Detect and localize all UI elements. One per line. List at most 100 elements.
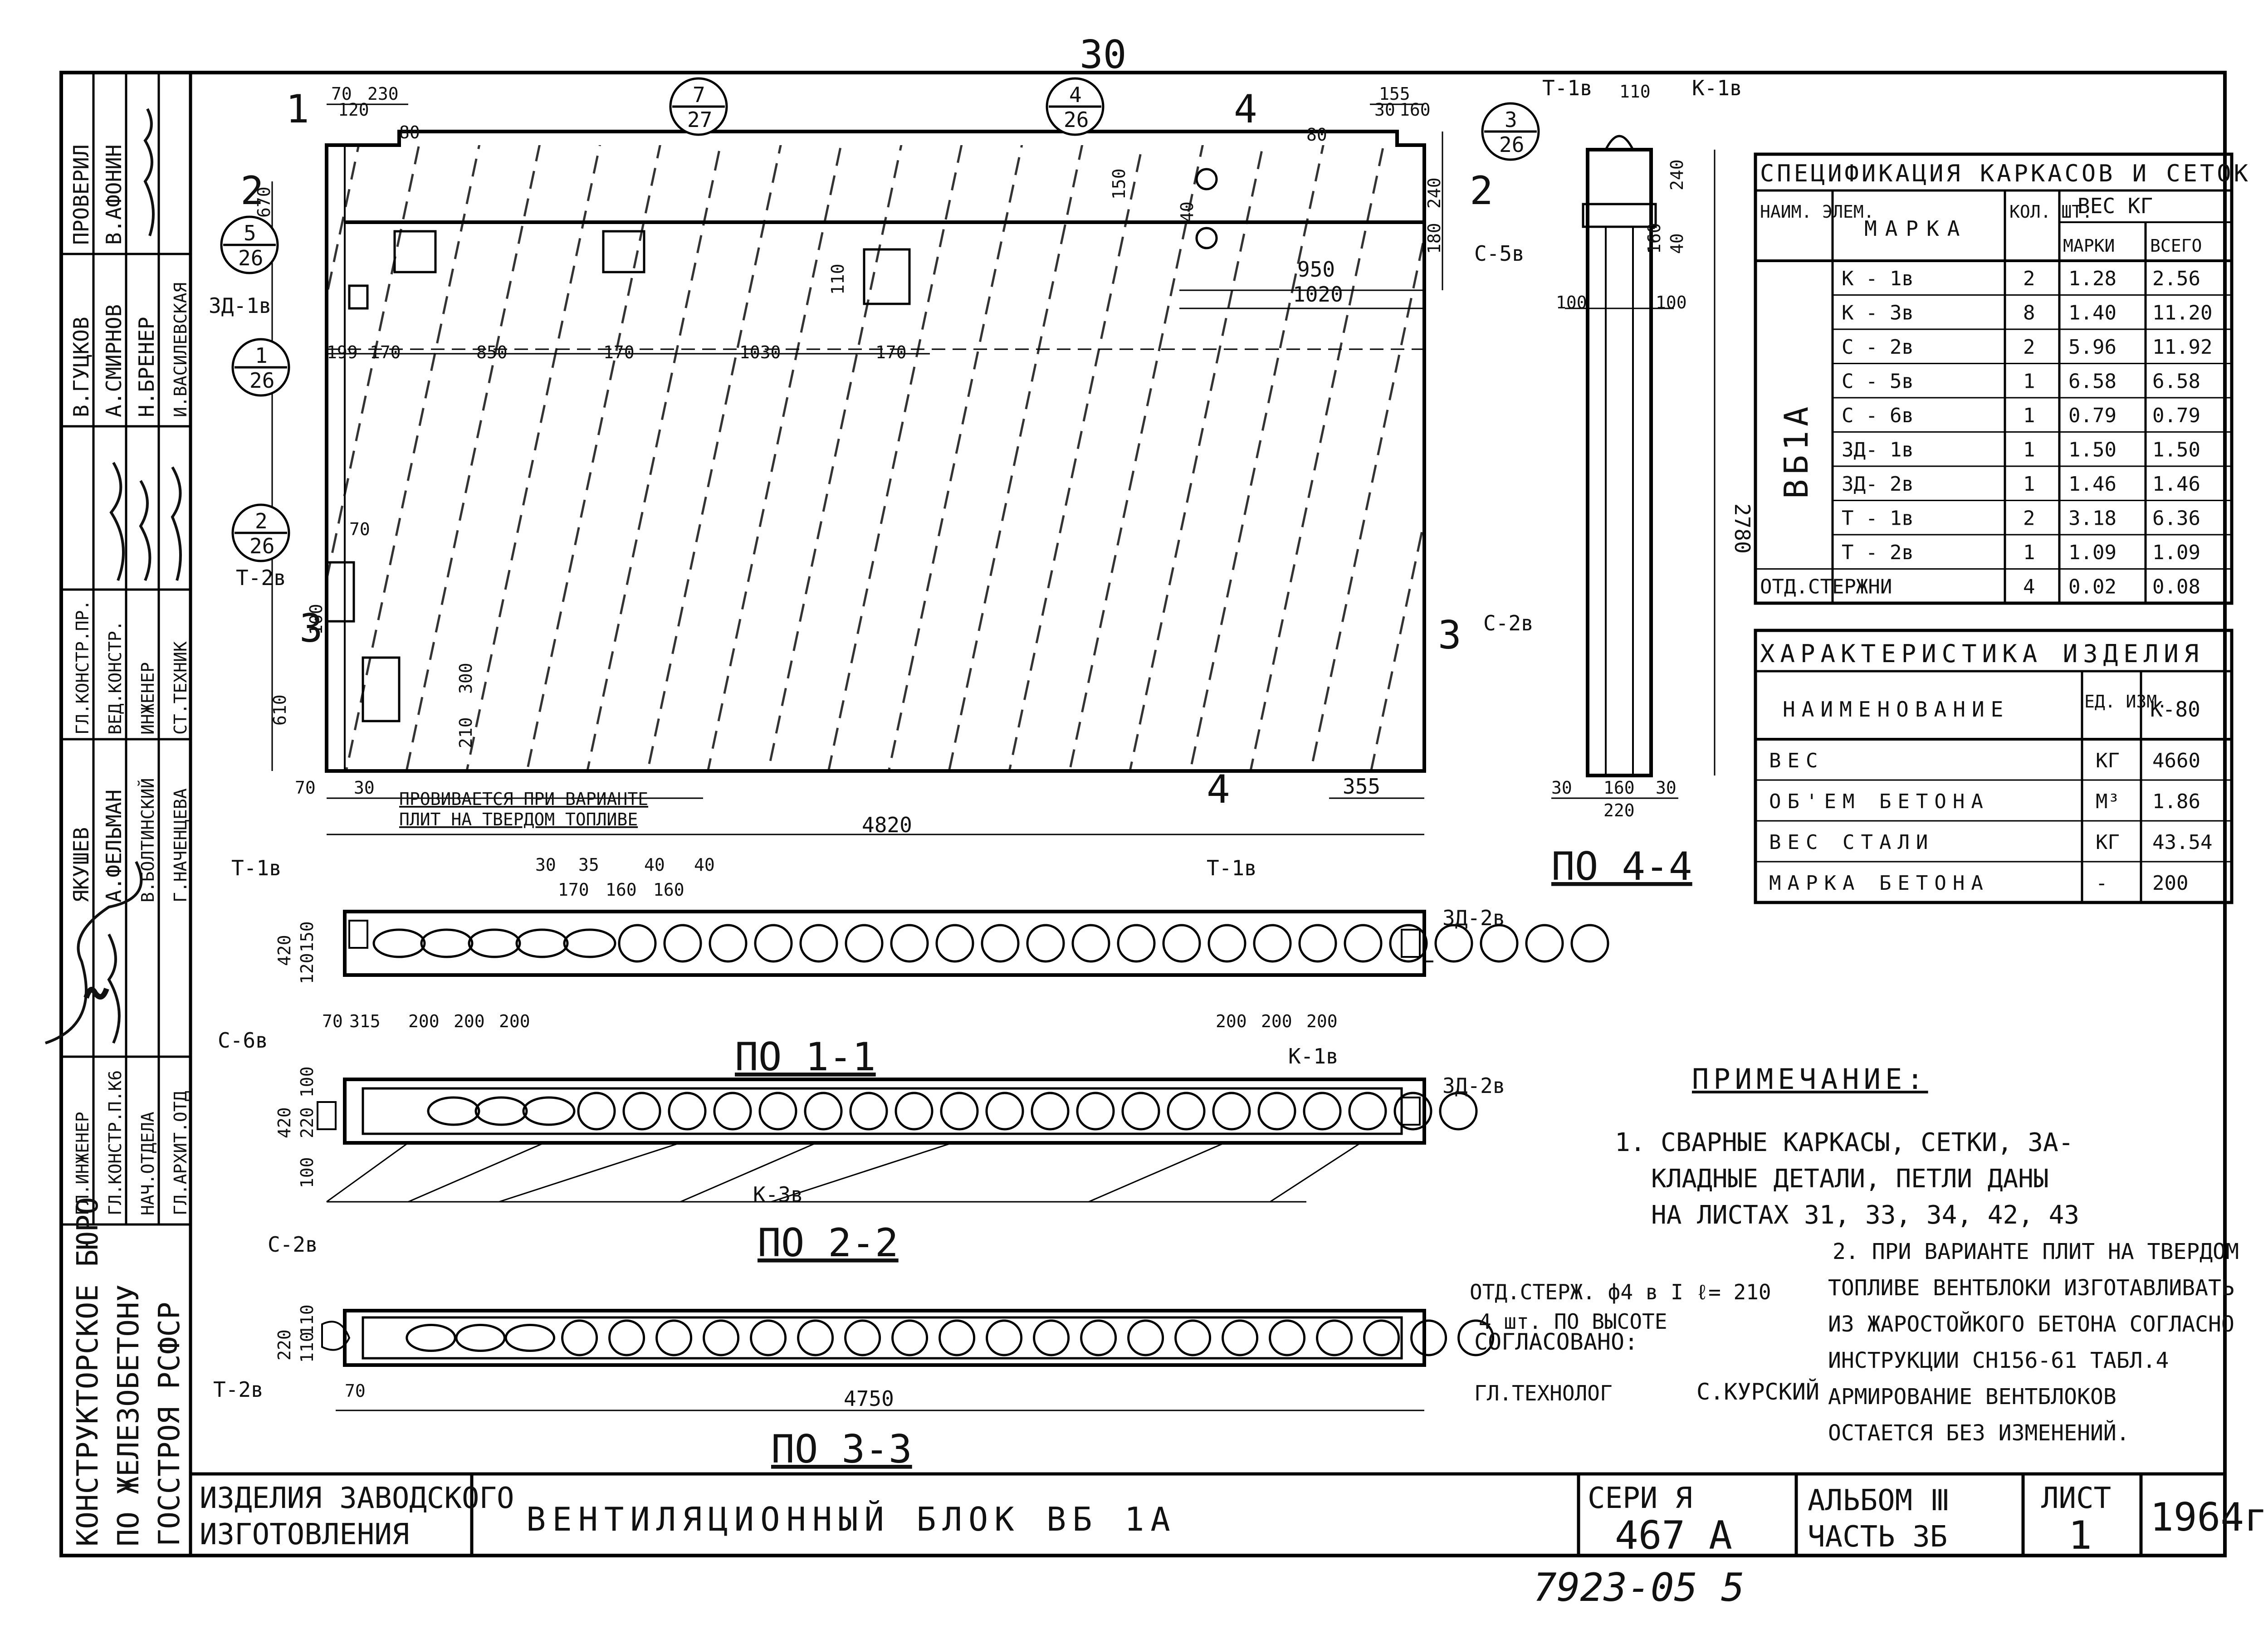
sheet-label: ЛИСТ: [2041, 1482, 2111, 1515]
svg-text:610: 610: [270, 694, 290, 726]
svg-text:199: 199: [327, 342, 358, 362]
round-channel: [754, 924, 793, 963]
note-1-line-1: 1. СВАРНЫЕ КАРКАСЫ, СЕТКИ, ЗА-: [1615, 1128, 2074, 1157]
svg-text:ХАРАКТЕРИСТИКА ИЗДЕЛИЯ: ХАРАКТЕРИСТИКА ИЗДЕЛИЯ: [1760, 639, 2204, 668]
spec-cell: К - 3в: [1842, 302, 1914, 325]
callouts: [220, 77, 1540, 562]
svg-text:ПРОВИВАЕТСЯ ПРИ ВАРИАНТЕ: ПРОВИВАЕТСЯ ПРИ ВАРИАНТЕ: [399, 789, 648, 809]
section-2-2: [317, 1078, 1426, 1203]
svg-text:70: 70: [295, 778, 316, 798]
spec-cell: ЗД- 2в: [1842, 473, 1914, 496]
spec-cell: 1.40: [2068, 302, 2116, 325]
char-cell: ВЕС СТАЛИ: [1769, 831, 1934, 854]
round-channel: [1570, 924, 1609, 963]
round-channel: [1410, 1319, 1447, 1356]
svg-text:МАРКА: МАРКА: [1864, 216, 1968, 241]
note-2-line-6: ОСТАЕТСЯ БЕЗ ИЗМЕНЕНИЙ.: [1828, 1420, 2130, 1446]
note-2-line-4: ИНСТРУКЦИИ СН156-61 ТАБЛ.4: [1828, 1348, 2169, 1373]
round-channel: [1316, 1319, 1353, 1356]
svg-text:1030: 1030: [739, 342, 781, 362]
round-channel: [703, 1319, 740, 1356]
svg-text:160: 160: [653, 880, 684, 900]
round-channel: [1121, 1092, 1160, 1131]
round-channel: [1348, 1092, 1387, 1131]
svg-text:26: 26: [249, 534, 274, 558]
svg-text:КОНСТРУКТОРСКОЕ БЮРО: КОНСТРУКТОРСКОЕ БЮРО: [71, 1197, 105, 1546]
section-1-1-texts: Т-1в Т-1в ЗД-2в 420 150 120 30 35 40 40 …: [231, 855, 1505, 1080]
svg-text:240: 240: [1667, 159, 1687, 190]
side-view: [1551, 135, 1716, 799]
callout-texts: 5 26 7 27 4 26 3 26 1 26 2 26: [238, 83, 1524, 558]
svg-text:420: 420: [274, 1107, 294, 1138]
spec-cell: С - 6в: [1842, 404, 1914, 427]
round-channel: [655, 1319, 693, 1356]
note-2-line-3: ИЗ ЖАРОСТОЙКОГО БЕТОНА СОГЛАСНО: [1828, 1312, 2234, 1337]
signatures: [45, 108, 182, 1044]
svg-text:26: 26: [249, 368, 274, 393]
main-elevation: [325, 130, 1426, 773]
round-channel: [561, 1319, 598, 1356]
spec-cell: 4: [2023, 576, 2035, 599]
svg-text:210: 210: [456, 717, 476, 748]
title-block: [191, 1472, 2225, 1556]
svg-text:200: 200: [1306, 1011, 1338, 1031]
round-channel: [1127, 1319, 1164, 1356]
svg-text:160: 160: [1644, 223, 1664, 254]
round-channel: [1222, 1319, 1259, 1356]
spec-cell: К - 1в: [1842, 267, 1914, 290]
svg-text:ГОССТРОЯ РСФСР: ГОССТРОЯ РСФСР: [153, 1302, 186, 1546]
char-cell: КГ: [2096, 831, 2120, 854]
section-1-1: [343, 910, 1433, 977]
svg-text:3: 3: [299, 606, 323, 651]
svg-text:850: 850: [476, 342, 508, 362]
spec-cell: 6.58: [2068, 370, 2116, 393]
svg-text:4: 4: [1069, 83, 1082, 107]
svg-text:200: 200: [1216, 1011, 1247, 1031]
svg-text:35: 35: [578, 855, 599, 875]
part: ЧАСТЬ 3Б: [1808, 1520, 1947, 1554]
svg-text:30: 30: [1551, 778, 1572, 798]
round-channel: [1344, 924, 1383, 963]
svg-text:200: 200: [1261, 1011, 1292, 1031]
spec-cell: 0.79: [2152, 404, 2200, 427]
round-channel: [894, 1092, 934, 1131]
side-view-texts: Т-1в К-1в С-5в С-2в 110 240 160 40 100 1…: [1474, 76, 1755, 889]
svg-text:30: 30: [354, 778, 375, 798]
oval-channel: [515, 928, 569, 958]
sheet-number: 1: [2068, 1513, 2092, 1558]
round-channel: [618, 924, 657, 963]
svg-text:Т-2в: Т-2в: [213, 1377, 264, 1402]
svg-text:100: 100: [1556, 293, 1587, 312]
char-cell: 200: [2152, 872, 2188, 895]
svg-text:110: 110: [828, 263, 848, 295]
svg-text:НАЧ.ОТДЕЛА: НАЧ.ОТДЕЛА: [138, 1112, 158, 1215]
oval-channel: [522, 1096, 576, 1126]
svg-text:1: 1: [286, 87, 309, 132]
svg-text:315: 315: [349, 1011, 381, 1031]
note-2-line-2: ТОПЛИВЕ ВЕНТБЛОКИ ИЗГОТАВЛИВАТЬ: [1828, 1275, 2234, 1301]
spec-cell: 2: [2023, 267, 2035, 290]
svg-text:В.АФОНИН: В.АФОНИН: [102, 144, 126, 245]
svg-text:ЕД. ИЗМ.: ЕД. ИЗМ.: [2084, 692, 2167, 712]
svg-text:30: 30: [1374, 100, 1395, 120]
round-channel: [797, 1319, 834, 1356]
svg-text:ЗД-2в: ЗД-2в: [1442, 906, 1505, 930]
svg-text:ПРОВЕРИЛ: ПРОВЕРИЛ: [69, 144, 93, 245]
note-2-line-1: 2. ПРИ ВАРИАНТЕ ПЛИТ НА ТВЕРДОМ: [1833, 1239, 2239, 1264]
oval-channel: [372, 928, 426, 958]
spec-cell: ОТД.СТЕРЖНИ: [1760, 576, 1892, 599]
round-channel: [577, 1092, 616, 1131]
round-channel: [890, 924, 929, 963]
svg-text:240: 240: [1424, 177, 1444, 209]
svg-text:26: 26: [1064, 107, 1089, 132]
round-channel: [1162, 924, 1201, 963]
svg-text:110: 110: [297, 1304, 317, 1336]
round-channel: [986, 1319, 1023, 1356]
round-channel: [709, 924, 748, 963]
svg-text:355: 355: [1343, 774, 1380, 799]
svg-text:100: 100: [297, 1157, 317, 1188]
svg-text:ВЕД.КОНСТР.: ВЕД.КОНСТР.: [105, 620, 125, 735]
svg-text:СТ.ТЕХНИК: СТ.ТЕХНИК: [171, 641, 191, 735]
svg-text:26: 26: [1499, 132, 1524, 157]
spec-cell: 1.09: [2068, 541, 2116, 564]
